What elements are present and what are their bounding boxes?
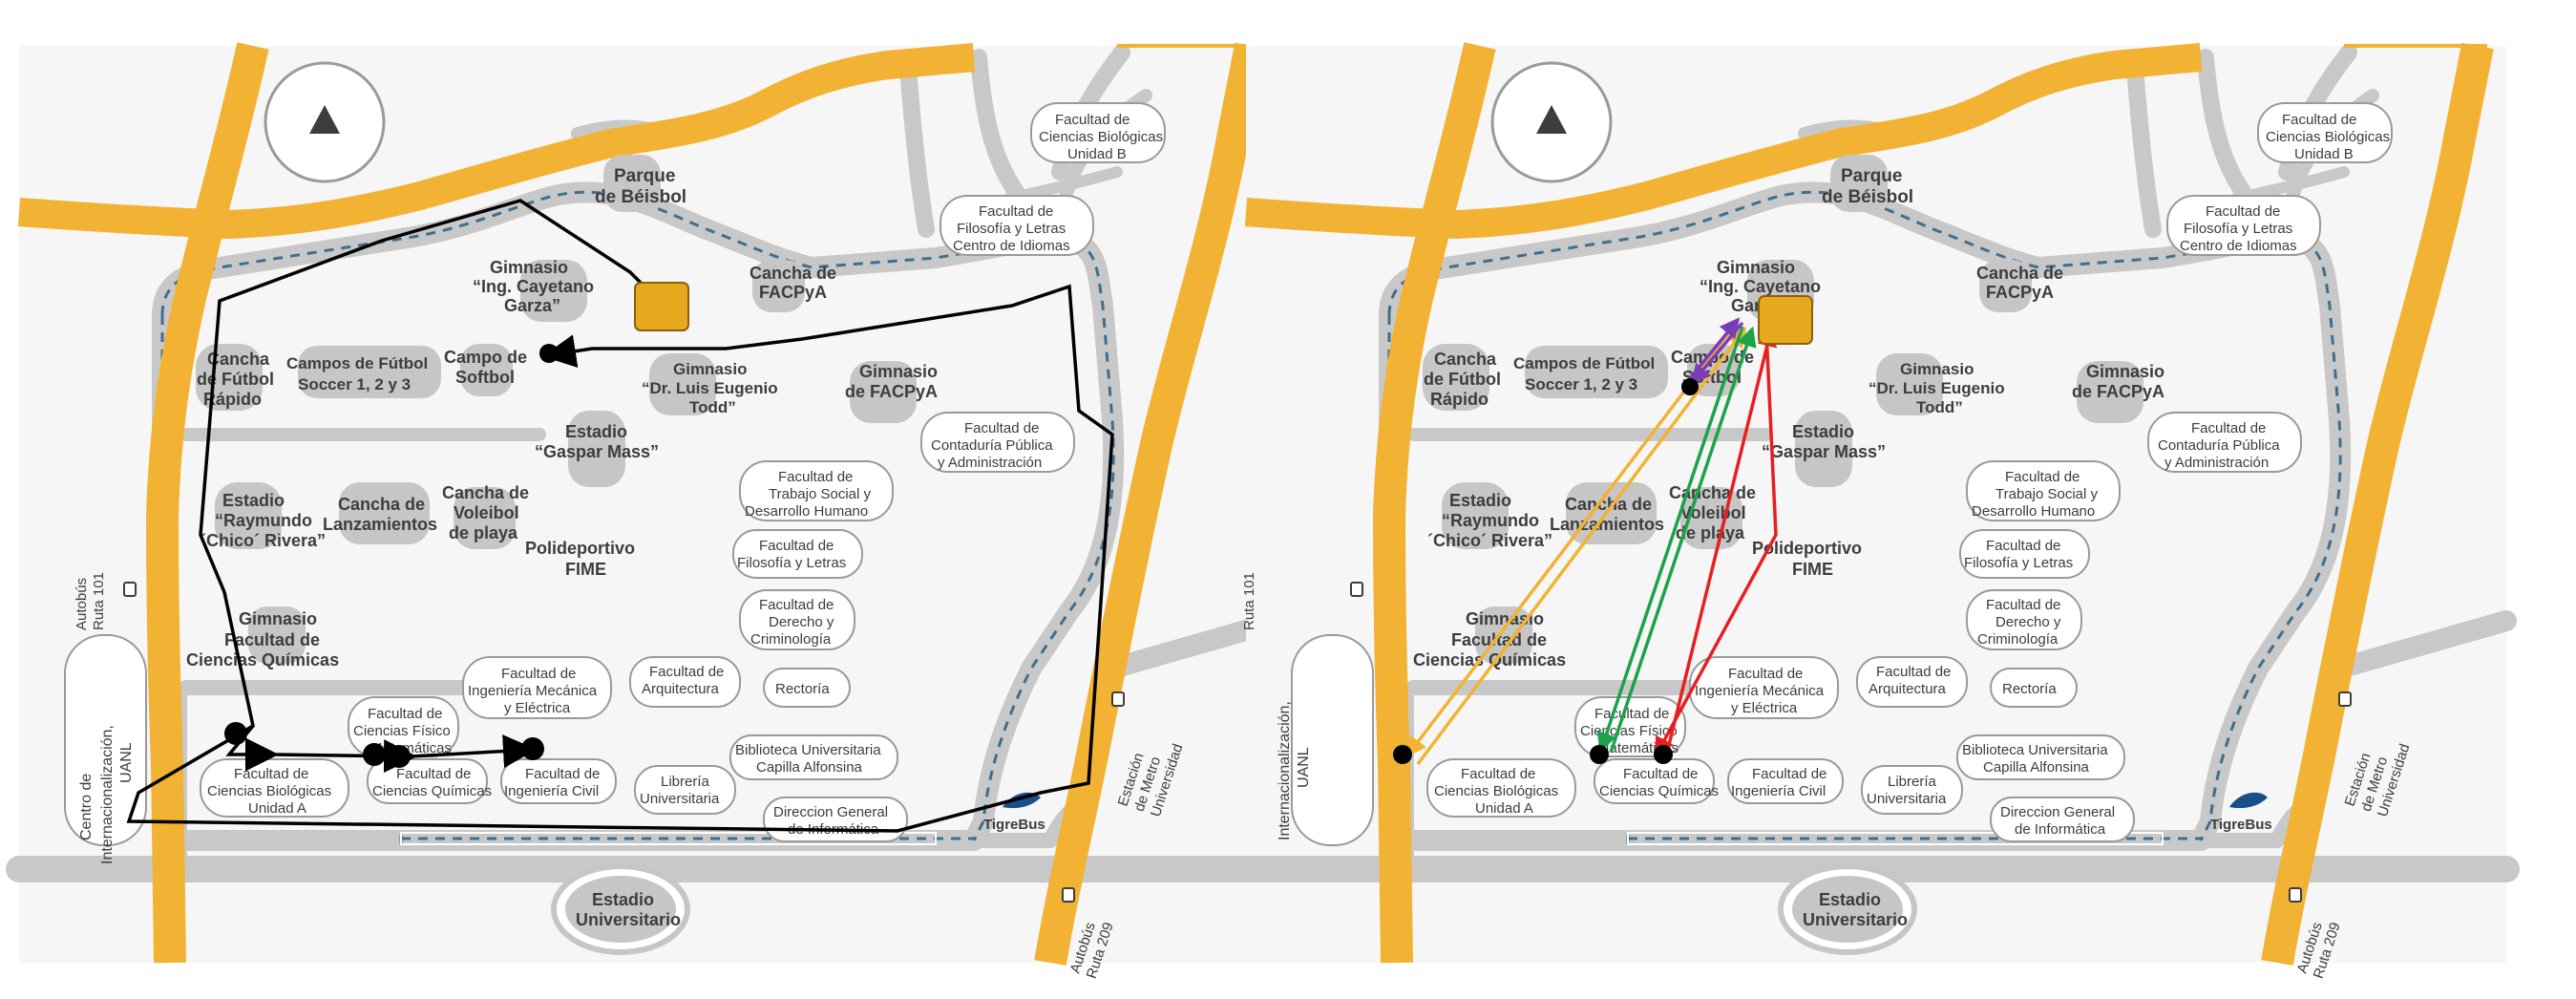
route-green-back — [1609, 326, 1757, 754]
origin-marker — [634, 282, 689, 331]
label-centro-internacionalizacion: Internacionalización,UANL — [1277, 701, 1312, 840]
label-rectoria: Rectoría — [775, 681, 830, 697]
route-yellow-out — [1405, 323, 1737, 757]
label-estadio-gaspar: Estadio“Gaspar Mass” — [1762, 422, 1886, 461]
label-rectoria: Rectoría — [2002, 681, 2057, 697]
label-bus-101: Ruta 101 — [1241, 572, 1257, 630]
route-stops — [224, 344, 559, 768]
label-tigrebus: TigreBus — [2210, 817, 2272, 833]
route-green-out — [1596, 326, 1744, 754]
route-red-back — [1664, 326, 1778, 757]
origin-marker — [1758, 295, 1813, 345]
route-stops — [1393, 378, 1699, 764]
route-yellow-back — [1416, 327, 1747, 766]
route-red-out — [1655, 331, 1778, 758]
label-estadio-gaspar: Estadio“Gaspar Mass” — [535, 422, 659, 461]
routes-colored — [1405, 317, 1778, 766]
label-tigrebus: TigreBus — [983, 817, 1045, 833]
label-estadio-raymundo: Estadio“Raymundo´Chico´ Rivera” — [201, 491, 326, 550]
label-estadio-raymundo: Estadio“Raymundo´Chico´ Rivera” — [1427, 491, 1552, 550]
route-purple-back — [1685, 317, 1741, 384]
label-bus-101: AutobúsRuta 101 — [74, 572, 107, 630]
